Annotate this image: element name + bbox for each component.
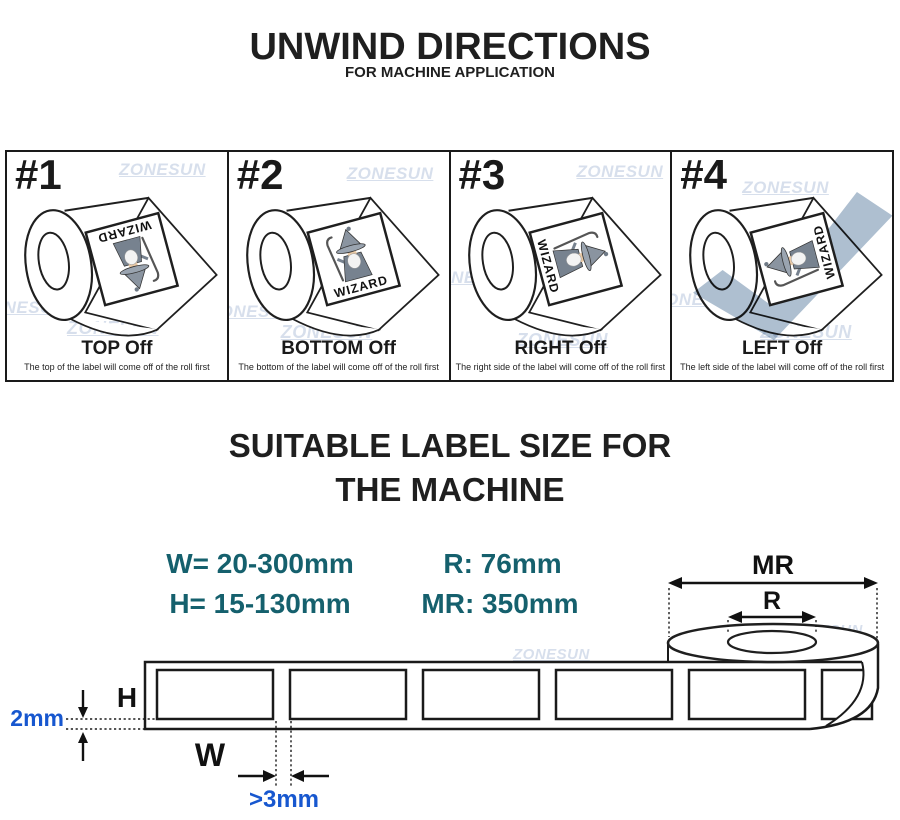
unwind-panel-left-off: #4 ZONESUN ZONESUN ZONESUN bbox=[670, 152, 892, 380]
margin-arrowhead-down bbox=[78, 707, 88, 718]
panel-title: BOTTOM Off bbox=[281, 338, 396, 359]
r-arrowhead-left bbox=[728, 611, 742, 623]
roll-top-edge bbox=[64, 196, 149, 212]
h-dimension-label: H bbox=[117, 682, 137, 713]
roll-core-hole bbox=[726, 629, 818, 655]
roll-outer-edge bbox=[809, 644, 880, 731]
spec-core-radius: R: 76mm bbox=[443, 548, 562, 579]
mr-arrowhead-right bbox=[864, 577, 878, 589]
label-blank bbox=[687, 668, 807, 721]
margin-arrowhead-up bbox=[78, 732, 88, 743]
label-on-roll: WIZARD bbox=[84, 211, 180, 307]
panel-number: #1 bbox=[15, 152, 62, 198]
size-section-title: SUITABLE LABEL SIZE FOR THE MACHINE bbox=[0, 424, 900, 511]
label-blank bbox=[554, 668, 674, 721]
roll-top-edge bbox=[286, 196, 371, 212]
panel-caption: The bottom of the label will come off of… bbox=[238, 362, 439, 372]
wizard-icon: WIZARD bbox=[325, 226, 389, 301]
panel-title: RIGHT Off bbox=[514, 338, 607, 359]
size-title-line2: THE MACHINE bbox=[335, 470, 565, 508]
unwind-panel-top-off: #1 ZONESUN ZONESUN ZONESUN bbox=[7, 152, 227, 380]
label-roll-illustration: WIZARD bbox=[24, 196, 218, 337]
panel-number: #3 bbox=[458, 152, 506, 198]
w-dimension-label: W bbox=[195, 737, 226, 773]
unwind-panel-right-off: #3 ZONESUN ZONESUN ZONESUN bbox=[448, 152, 671, 380]
label-size-diagram: MR R H W 2mm >3mm bbox=[10, 550, 880, 813]
label-blank bbox=[155, 668, 275, 721]
label-roll-illustration: WIZARD bbox=[467, 196, 662, 337]
spec-max-roll: MR: 350mm bbox=[421, 588, 579, 619]
roll-core-hole bbox=[37, 231, 70, 291]
zonesun-watermark: ZONESUN bbox=[119, 160, 206, 179]
page-title: UNWIND DIRECTIONS bbox=[249, 26, 651, 68]
label-blank bbox=[421, 668, 541, 721]
roll-top-edge bbox=[507, 196, 593, 212]
roll-underside bbox=[512, 317, 603, 337]
panel-number: #2 bbox=[236, 152, 284, 198]
size-title-line1: SUITABLE LABEL SIZE FOR bbox=[228, 427, 672, 464]
unwind-panel-bottom-off: #2 ZONESUN ZONESUN ZONESUN bbox=[226, 152, 449, 380]
label-blank bbox=[288, 668, 408, 721]
roll-top-edge bbox=[729, 196, 814, 212]
label-on-roll: WIZARD bbox=[749, 211, 845, 307]
mr-dimension-label: MR bbox=[752, 550, 794, 580]
panel-title: LEFT Off bbox=[742, 338, 823, 359]
roll-core-hole bbox=[259, 231, 292, 291]
gap-arrowhead-right bbox=[291, 770, 304, 782]
roll-underside bbox=[69, 317, 159, 337]
roll-side-face bbox=[810, 662, 878, 729]
checkmark-icon bbox=[693, 191, 892, 341]
page-subtitle: FOR MACHINE APPLICATION bbox=[345, 64, 555, 81]
panel-number: #4 bbox=[680, 152, 727, 198]
panel-title: TOP Off bbox=[81, 338, 153, 359]
r-dimension-label: R bbox=[763, 587, 781, 615]
label-roll-illustration: WIZARD bbox=[689, 191, 892, 341]
gap-arrowhead-left bbox=[263, 770, 276, 782]
mr-arrowhead-left bbox=[668, 577, 682, 589]
spec-label-width: W= 20-300mm bbox=[166, 548, 354, 579]
zonesun-watermark: ZONESUN bbox=[346, 164, 434, 183]
panel-caption: The right side of the label will come of… bbox=[455, 362, 666, 372]
unwind-direction-panels: #1 ZONESUN ZONESUN ZONESUN bbox=[5, 150, 894, 382]
label-roll-illustration: WIZARD bbox=[245, 196, 440, 337]
roll-core-hole bbox=[480, 231, 514, 291]
panel-caption: The left side of the label will come off… bbox=[680, 362, 885, 372]
gap-dimension-label: >3mm bbox=[249, 786, 319, 813]
label-on-roll: WIZARD bbox=[305, 211, 401, 307]
spec-label-height: H= 15-130mm bbox=[169, 588, 351, 619]
zonesun-watermark: ZONESUN bbox=[576, 162, 664, 181]
panel-caption: The top of the label will come off of th… bbox=[24, 362, 210, 372]
roll-underside bbox=[290, 317, 381, 337]
roll-web-edge bbox=[825, 661, 865, 727]
r-arrowhead-right bbox=[802, 611, 816, 623]
edge-margin-label: 2mm bbox=[10, 705, 64, 731]
